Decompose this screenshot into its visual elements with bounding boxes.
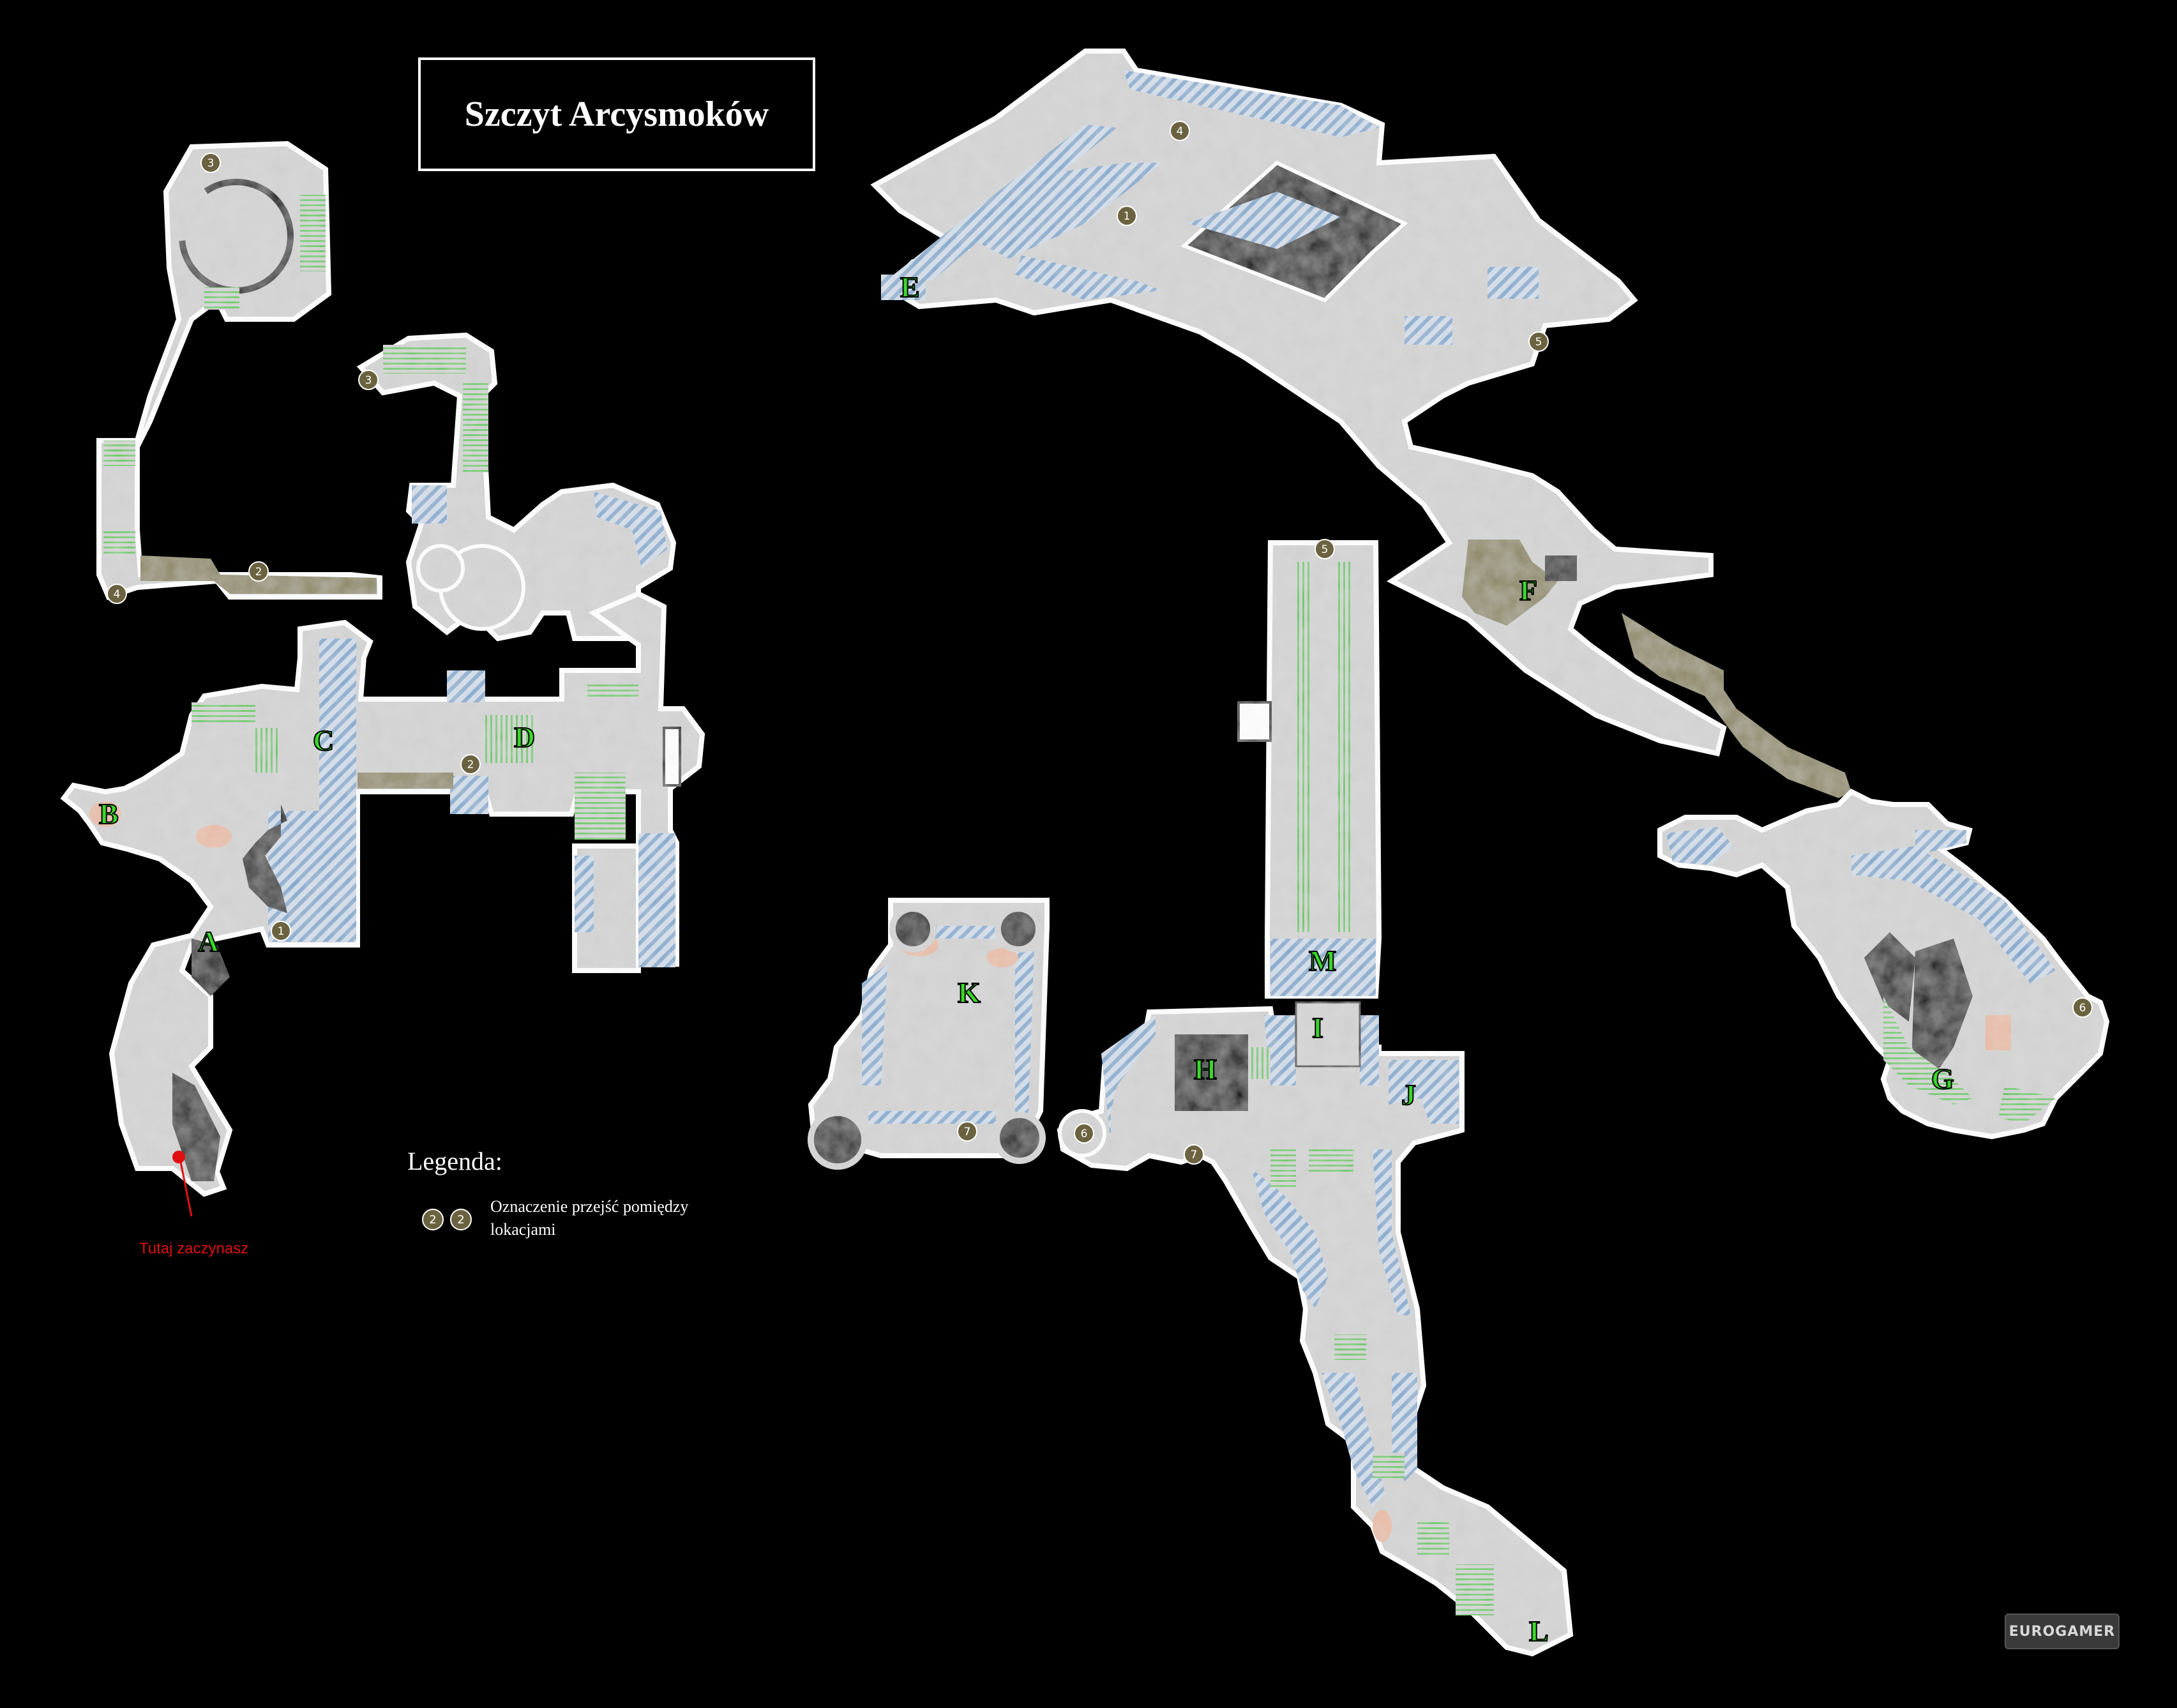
svg-text:4: 4 — [1177, 125, 1184, 138]
transition-marker: 6 — [2072, 997, 2093, 1018]
transition-marker: 3 — [358, 370, 379, 390]
area-label-h: H — [1194, 1053, 1217, 1085]
area-label-e: E — [900, 271, 920, 303]
area-label-j: J — [1401, 1078, 1416, 1111]
svg-text:1: 1 — [1124, 210, 1131, 223]
upper-ruins-area-e — [870, 49, 1851, 798]
area-label-g: G — [1931, 1062, 1954, 1095]
map-title: Szczyt Arcysmoków — [464, 94, 769, 134]
eurogamer-logo: EUROGAMER — [2005, 1614, 2120, 1649]
start-point — [172, 1151, 193, 1217]
round-chamber-area — [356, 332, 677, 642]
svg-text:7: 7 — [964, 1126, 971, 1138]
area-label-b: B — [99, 797, 119, 830]
svg-text:2: 2 — [255, 566, 262, 578]
eastern-cave-area-g — [1657, 789, 2110, 1140]
svg-text:3: 3 — [365, 374, 372, 387]
svg-text:3: 3 — [207, 157, 215, 170]
area-label-f: F — [1519, 574, 1537, 607]
svg-text:1: 1 — [278, 925, 285, 938]
svg-text:5: 5 — [1535, 336, 1542, 349]
svg-text:2: 2 — [457, 1213, 464, 1227]
area-label-k: K — [958, 976, 981, 1009]
svg-text:6: 6 — [1081, 1128, 1088, 1140]
area-label-d: D — [514, 721, 535, 753]
area-label-c: C — [313, 724, 334, 757]
transition-marker: 2 — [248, 561, 269, 582]
svg-text:2: 2 — [467, 759, 474, 771]
main-hall-area — [60, 591, 705, 1197]
central-tower-area — [1057, 540, 1574, 1657]
transition-marker: 3 — [200, 153, 221, 173]
transition-marker: 1 — [271, 921, 291, 941]
transition-marker: 2 — [460, 754, 481, 775]
svg-text:4: 4 — [114, 588, 121, 601]
fortress-area-k — [808, 898, 1106, 1170]
svg-text:5: 5 — [1322, 543, 1329, 556]
transition-marker: 5 — [1528, 331, 1549, 352]
svg-text:7: 7 — [1191, 1149, 1198, 1161]
legend-heading: Legenda: — [407, 1147, 502, 1175]
area-label-i: I — [1312, 1011, 1323, 1044]
tower-area-top-left — [96, 140, 382, 600]
start-label: Tutaj zaczynasz — [139, 1240, 249, 1257]
transition-marker: 6 — [1074, 1123, 1094, 1144]
transition-marker: 7 — [957, 1121, 977, 1142]
transition-marker: 1 — [1117, 206, 1137, 226]
map-title-box: Szczyt Arcysmoków — [418, 57, 815, 171]
legend-description: Oznaczenie przejść pomiędzy lokacjami — [490, 1197, 689, 1239]
svg-text:2: 2 — [429, 1213, 436, 1227]
brand-text: EUROGAMER — [2008, 1623, 2116, 1640]
legend-marker-icons: 2 2 — [422, 1209, 472, 1230]
transition-marker: 7 — [1184, 1144, 1204, 1165]
area-label-m: M — [1309, 944, 1336, 977]
transition-marker: 4 — [107, 584, 127, 604]
svg-text:6: 6 — [2079, 1002, 2086, 1015]
transition-marker: 4 — [1170, 121, 1190, 141]
area-label-l: L — [1529, 1615, 1549, 1647]
transition-marker: 5 — [1314, 539, 1335, 559]
area-label-a: A — [198, 925, 219, 958]
